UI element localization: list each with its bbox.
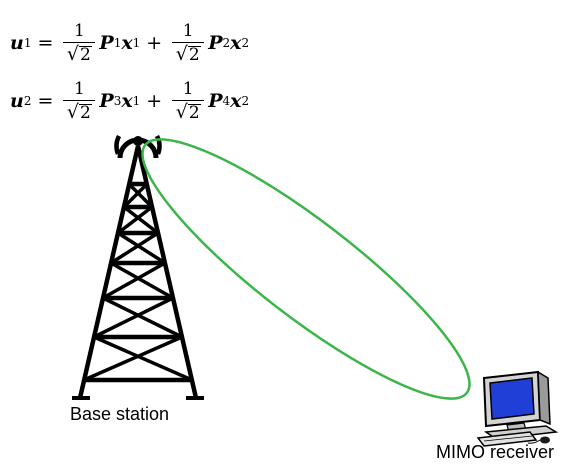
eq2-var-2: x	[230, 90, 242, 112]
eq1-matrix-2: P	[208, 32, 223, 54]
eq2-frac-b: 1 √2	[172, 78, 205, 123]
eq2-matrix-2-sub: 4	[222, 94, 231, 108]
antenna-tip	[133, 136, 143, 146]
eq1-lhs: u	[10, 32, 24, 54]
eq1-matrix-2-sub: 2	[222, 36, 231, 50]
eq2-frac-b-den: 2	[187, 102, 201, 123]
eq1-frac-a: 1 √2	[63, 20, 96, 65]
eq1-lhs-sub: 1	[23, 36, 32, 50]
eq2-frac-b-num: 1	[182, 78, 194, 99]
eq2-plus: +	[146, 90, 163, 112]
tower-right-leg	[135, 145, 199, 399]
antenna-tower-icon	[72, 134, 204, 400]
monitor-screen	[489, 377, 535, 420]
eq2-matrix-1-sub: 3	[113, 94, 122, 108]
eq1-frac-a-num: 1	[73, 20, 85, 41]
tower-left-leg	[77, 145, 141, 399]
eq2-lhs-sub: 2	[23, 94, 32, 108]
eq1-equals: =	[37, 32, 54, 54]
eq2-lhs: u	[10, 90, 24, 112]
eq1-matrix-1: P	[99, 32, 114, 54]
eq1-var-1: x	[121, 32, 133, 54]
eq2-matrix-2: P	[208, 90, 223, 112]
eq1-frac-b: 1 √2	[172, 20, 205, 65]
eq2-frac-a-den: 2	[79, 102, 92, 123]
eq1-var-1-sub: 1	[132, 36, 141, 50]
receiver-label: MIMO receiver	[436, 442, 555, 462]
eq2-frac-a-num: 1	[73, 78, 85, 99]
eq1-var-2-sub: 2	[241, 36, 250, 50]
eq2-var-1: x	[121, 90, 133, 112]
eq1-frac-b-den: 2	[187, 44, 201, 65]
eq2-equals: =	[37, 90, 54, 112]
mouse	[540, 436, 550, 444]
eq1-var-2: x	[230, 32, 242, 54]
base-station-label: Base station	[70, 404, 170, 424]
eq1-matrix-1-sub: 1	[113, 36, 122, 50]
eq2-var-2-sub: 2	[241, 94, 250, 108]
eq1-frac-a-den: 2	[79, 44, 92, 65]
beam-lobe	[141, 138, 471, 400]
eq2-var-1-sub: 1	[132, 94, 141, 108]
eq1-plus: +	[146, 32, 163, 54]
eq1-frac-b-num: 1	[182, 20, 194, 41]
eq2-frac-a: 1 √2	[63, 78, 96, 123]
eq2-matrix-1: P	[99, 90, 114, 112]
desktop-computer-icon	[476, 370, 559, 447]
